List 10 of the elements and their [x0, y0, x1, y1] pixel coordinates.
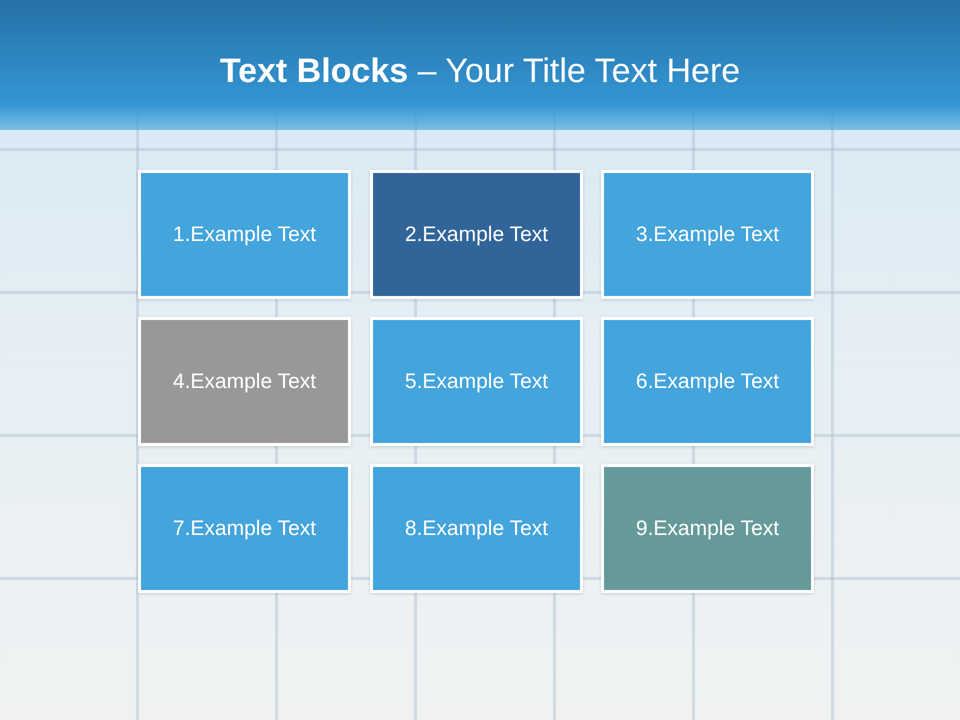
- text-block: 2.Example Text: [370, 170, 583, 299]
- text-block: 6.Example Text: [601, 317, 814, 446]
- text-block: 3.Example Text: [601, 170, 814, 299]
- slide-title: Text Blocks – Your Title Text Here: [218, 52, 742, 91]
- text-block: 9.Example Text: [601, 464, 814, 593]
- text-block: 4.Example Text: [138, 317, 351, 446]
- text-block: 7.Example Text: [138, 464, 351, 593]
- text-block: 8.Example Text: [370, 464, 583, 593]
- text-block: 5.Example Text: [370, 317, 583, 446]
- text-block: 1.Example Text: [138, 170, 351, 299]
